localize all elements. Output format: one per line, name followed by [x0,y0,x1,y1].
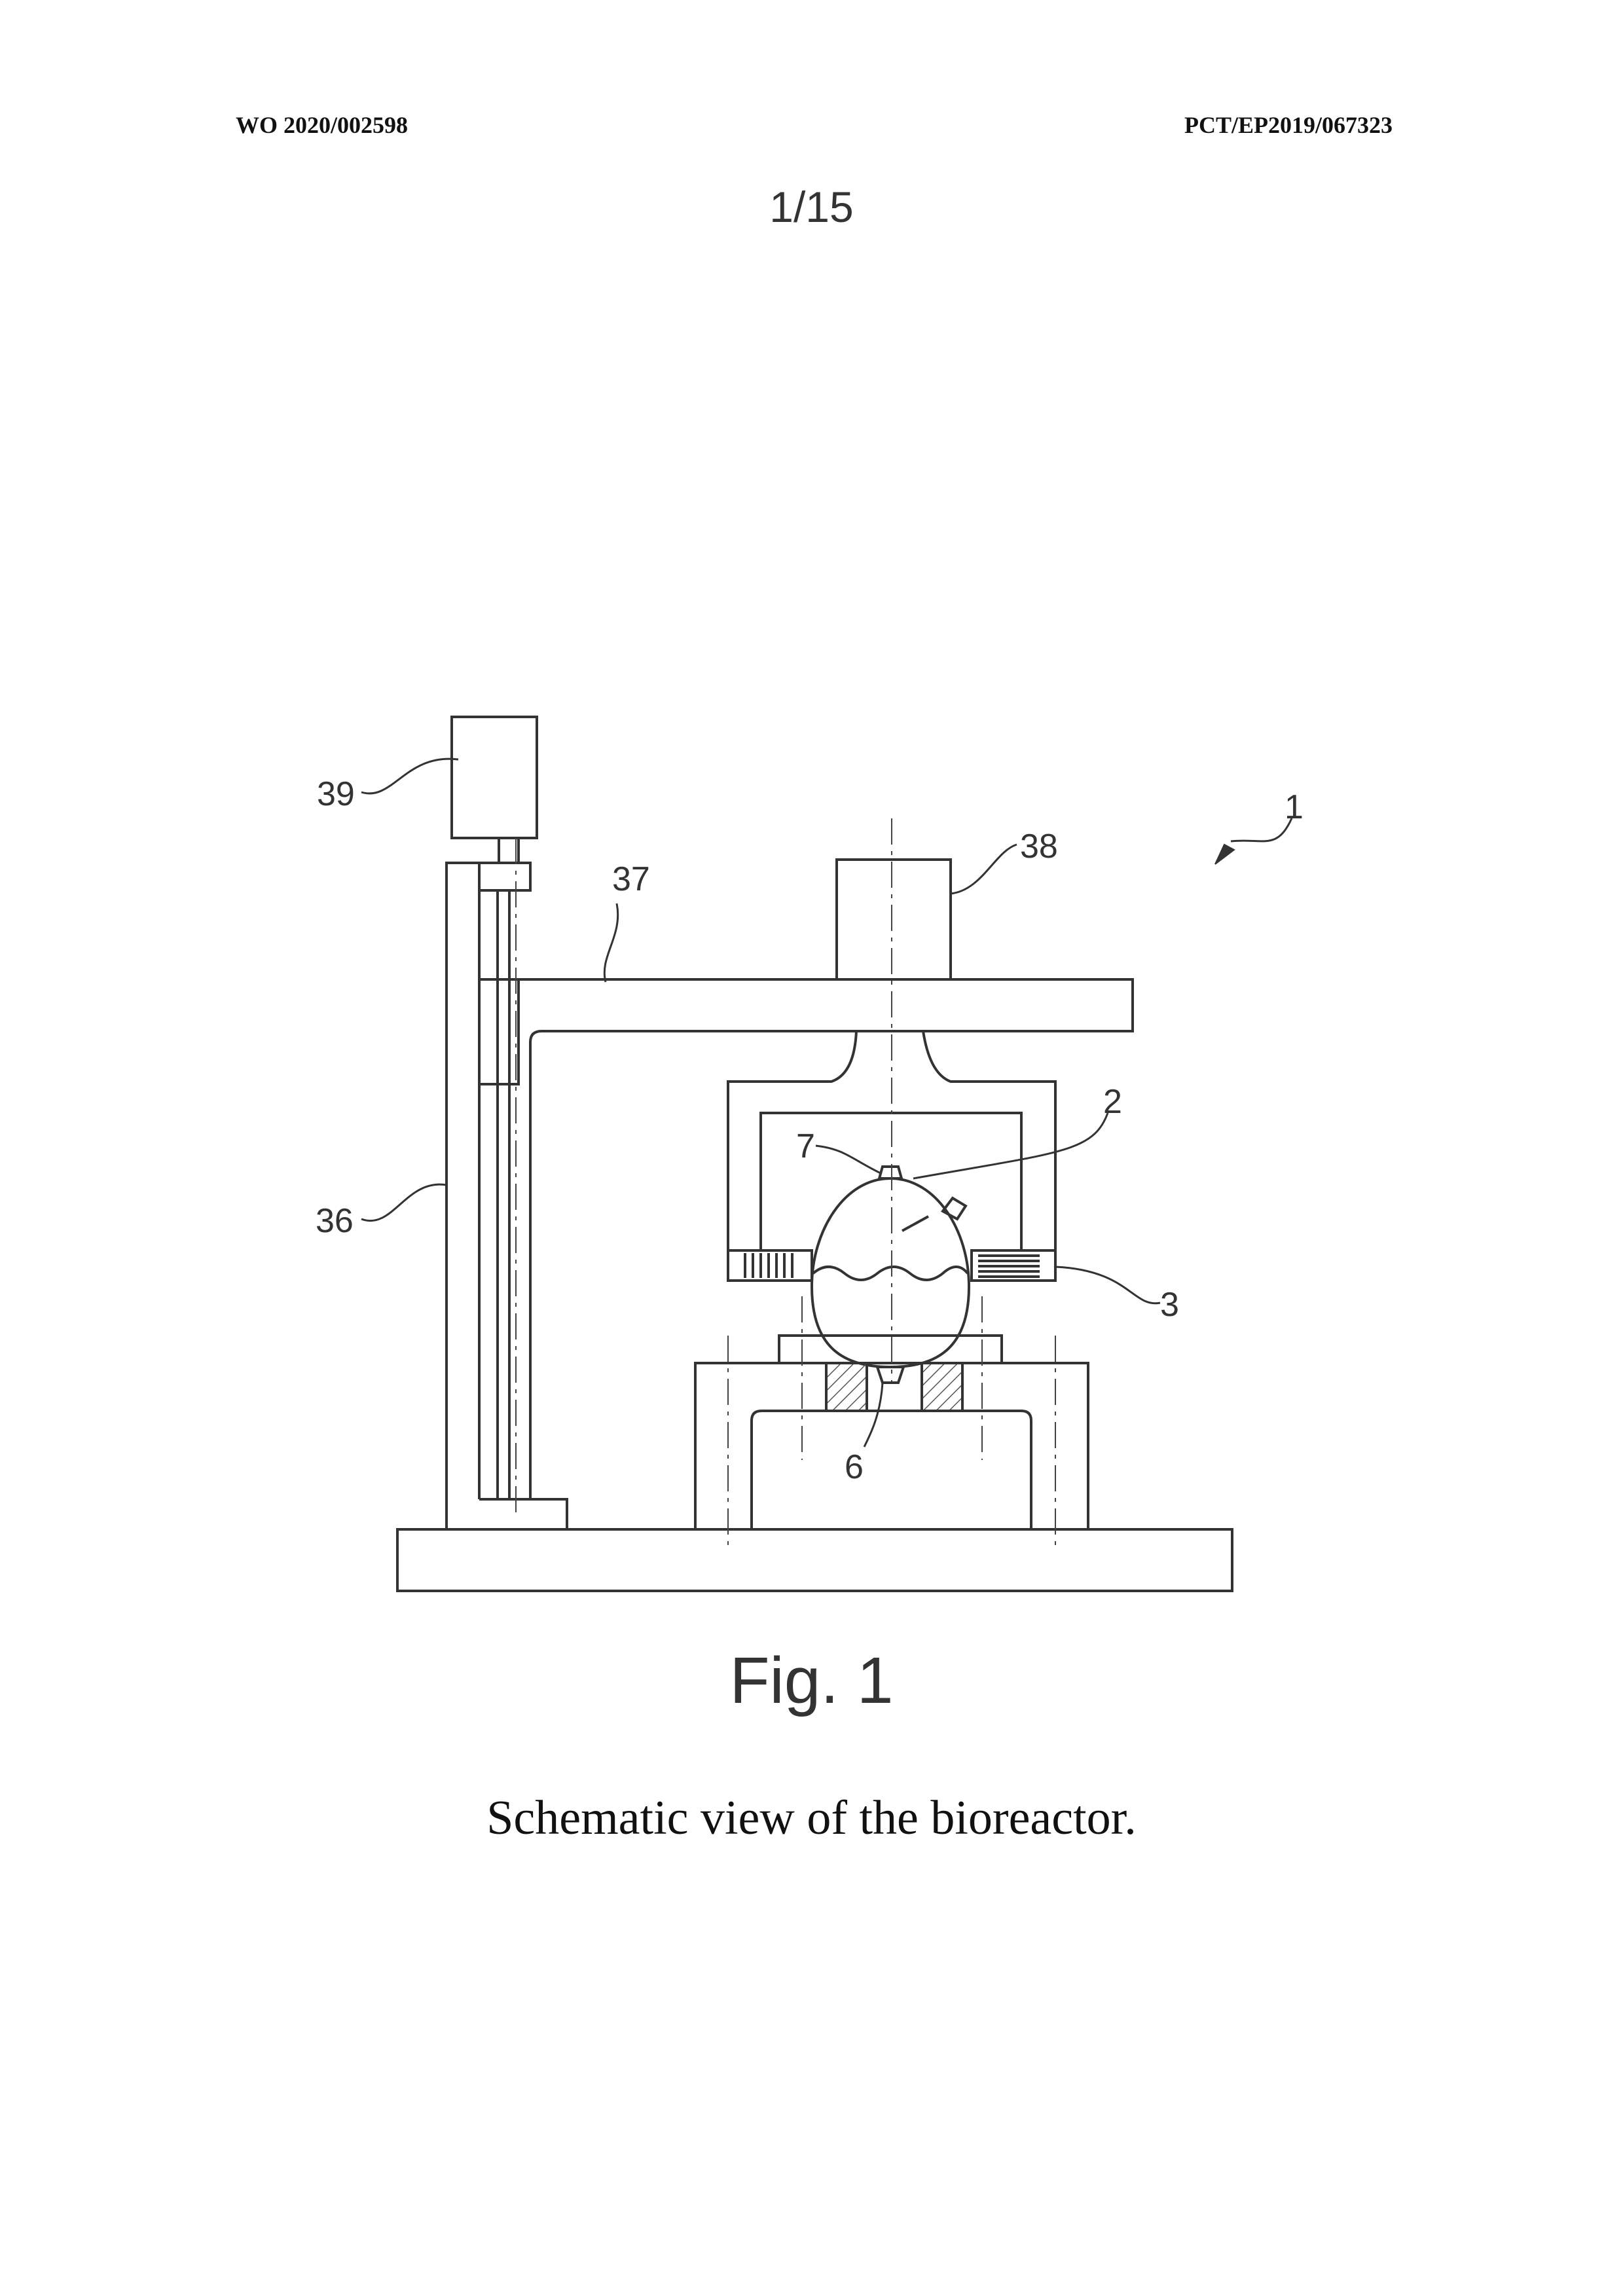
ref-3: 3 [1160,1286,1179,1324]
assembly-arrow-icon [1214,843,1235,865]
column-36 [445,862,568,1529]
base-plate [396,1528,1233,1592]
publication-number: WO 2020/002598 [236,112,409,138]
ref-6: 6 [845,1448,864,1486]
lift-motor-39 [450,716,538,864]
center-lines [515,818,1056,1552]
ref-1: 1 [1285,788,1304,826]
ref-2: 2 [1103,1083,1122,1121]
ref-37: 37 [612,860,650,898]
ref-36: 36 [316,1202,354,1240]
ref-39: 39 [317,775,355,813]
leader-lines [361,757,1293,1448]
magnets-3 [727,1249,1057,1282]
page-number: 1/15 [769,183,854,231]
figure-caption: Schematic view of the bioreactor. [486,1791,1137,1845]
figure-label: Fig. 1 [729,1644,894,1717]
top-motor-38 [835,858,952,981]
vessel-2 [810,1165,971,1369]
arm-37 [479,978,1134,1499]
application-number: PCT/EP2019/067323 [1184,112,1393,138]
ref-38: 38 [1020,828,1058,866]
vessel-stand [694,1334,1089,1529]
bottom-port-6 [875,1366,905,1384]
ref-7: 7 [796,1127,815,1165]
